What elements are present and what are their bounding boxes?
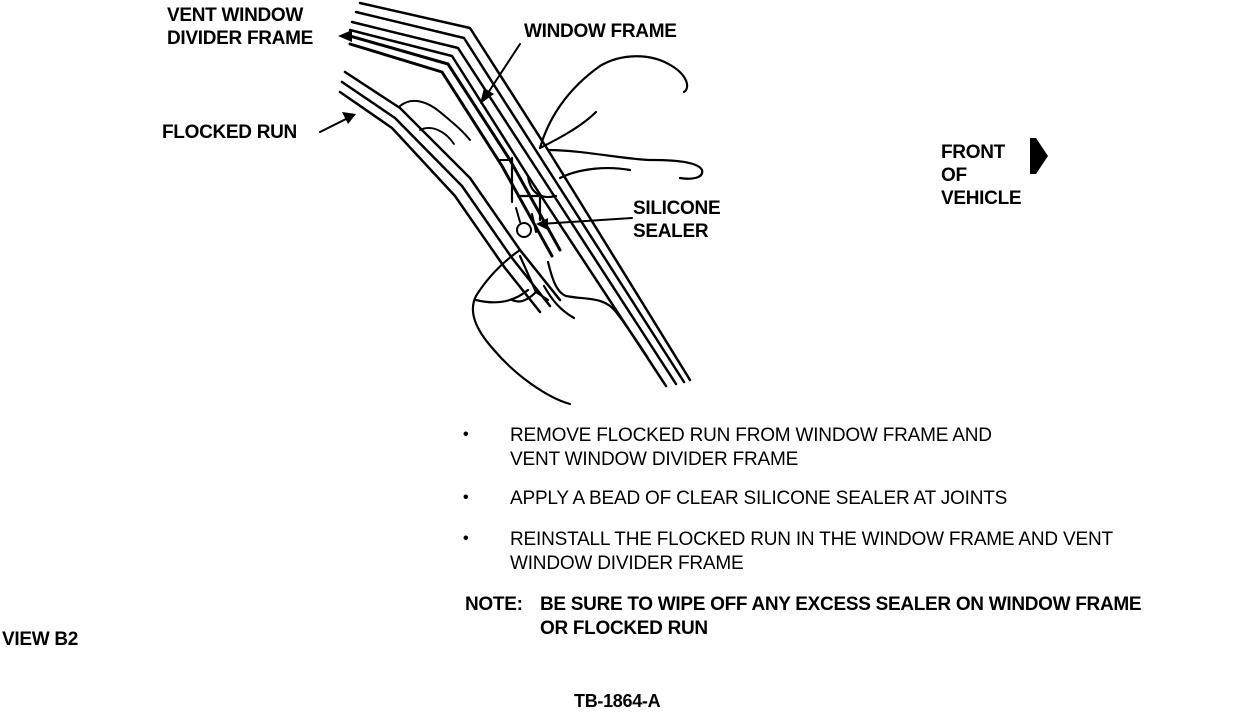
flocked-run-arrowhead [342, 112, 356, 124]
label-flocked-run: FLOCKED RUN [162, 122, 297, 143]
label-vent-window-divider-frame: VENT WINDOW DIVIDER FRAME [167, 5, 313, 49]
lower-hand-drawing [471, 248, 650, 406]
window-frame-drawing [348, 1, 692, 388]
upper-hand-drawing [510, 55, 704, 222]
figure-id: TB-1864-A [574, 691, 661, 711]
front-arrow-icon [1030, 138, 1048, 174]
bullet-icon: • [463, 489, 469, 506]
flocked-run-drawing [338, 70, 562, 314]
label-front-of-vehicle: FRONT OF VEHICLE [941, 142, 1022, 209]
view-label: VIEW B2 [2, 629, 79, 650]
sealer-arrowhead [536, 218, 548, 230]
window-frame-arrowhead [480, 88, 494, 104]
label-window-frame: WINDOW FRAME [524, 21, 677, 42]
bullet-icon: • [463, 426, 469, 443]
divider-frame-arrowhead [338, 30, 352, 42]
instruction-2: APPLY A BEAD OF CLEAR SILICONE SEALER AT… [510, 488, 1008, 509]
note-text: BE SURE TO WIPE OFF ANY EXCESS SEALER ON… [540, 594, 1142, 639]
silicone-bead [516, 222, 532, 238]
label-silicone-sealer: SILICONE SEALER [633, 198, 721, 242]
leader-lines [319, 43, 633, 225]
instruction-3: REINSTALL THE FLOCKED RUN IN THE WINDOW … [510, 529, 1113, 574]
bullet-icon: • [463, 530, 469, 547]
note-prefix: NOTE: [465, 594, 523, 615]
vent-window-divider-frame-drawing [348, 34, 562, 258]
instruction-1: REMOVE FLOCKED RUN FROM WINDOW FRAME AND… [510, 425, 992, 470]
